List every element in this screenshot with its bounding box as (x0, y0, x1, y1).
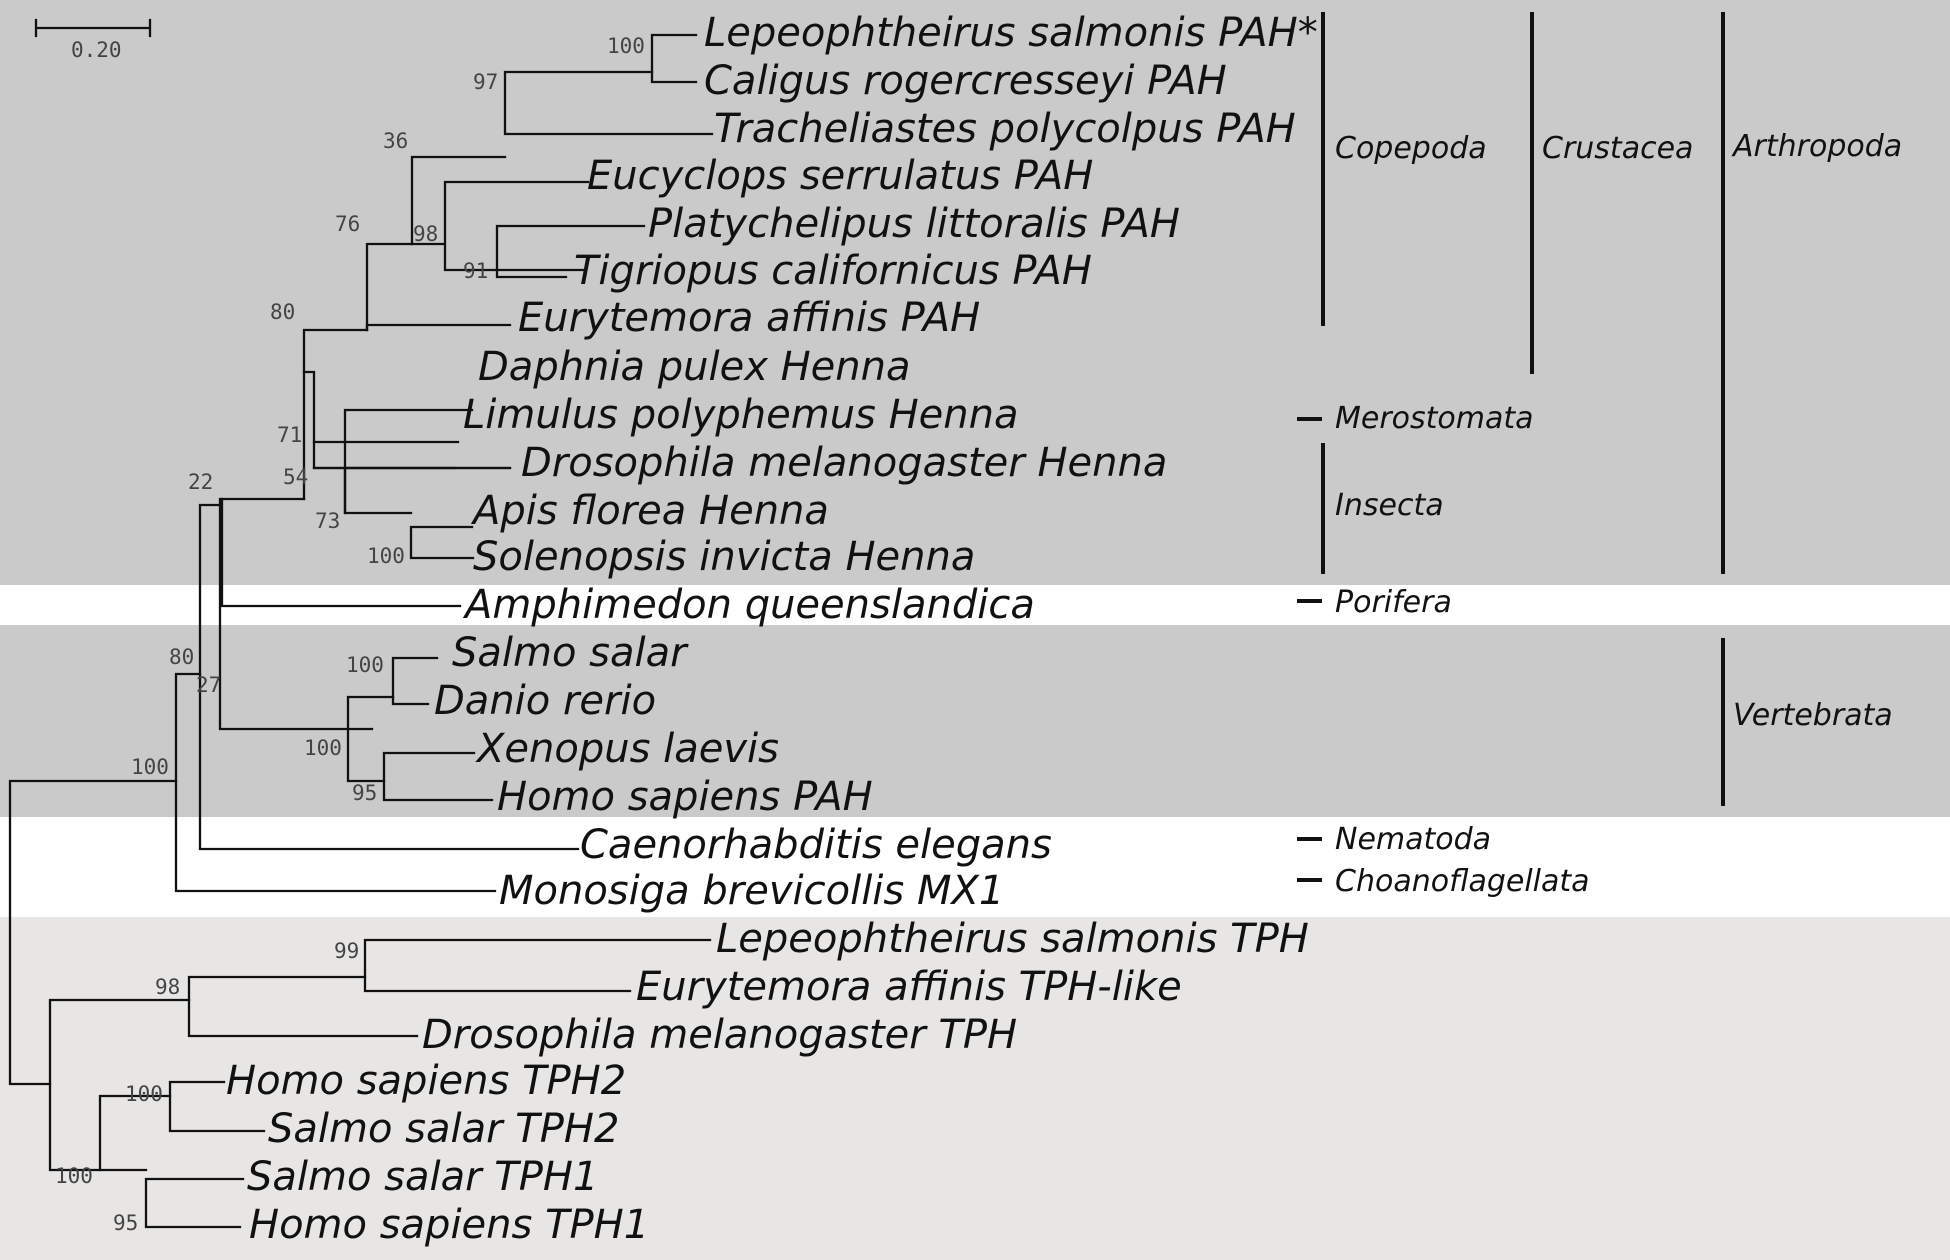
band-vertebrata (0, 625, 1950, 817)
group-label-crustacea: Crustacea (1542, 131, 1693, 166)
branch-node-100-copepod (495, 224, 646, 279)
support-value: 76 (335, 212, 360, 236)
taxon-labels: Lepeophtheirus salmonis PAH* Caligus rog… (226, 10, 1318, 1248)
clade-bars (1297, 12, 1725, 882)
taxon-label: Caenorhabditis elegans (580, 822, 1052, 868)
support-value: 100 (55, 1164, 93, 1188)
taxon-label: Tracheliastes polycolpus PAH (714, 106, 1296, 152)
taxon-label: Limulus polyphemus Henna (463, 392, 1019, 438)
support-value: 95 (352, 781, 377, 805)
taxon-label: Eurytemora affinis TPH-like (636, 964, 1182, 1010)
group-label-merostomata: Merostomata (1335, 401, 1534, 436)
band-arthropoda (0, 0, 1950, 585)
taxon-label: Danio rerio (434, 678, 656, 724)
branch-node-36b (410, 155, 507, 246)
support-values: 100 97 36 98 91 76 80 71 54 73 100 22 80… (55, 34, 645, 1235)
taxon-label: Drosophila melanogaster Henna (521, 440, 1167, 486)
support-value: 36 (383, 129, 408, 153)
taxon-label: Homo sapiens TPH1 (249, 1202, 649, 1248)
taxon-label: Platychelipus littoralis PAH (648, 201, 1180, 247)
support-value: 73 (315, 509, 340, 533)
branch-node-100-tph (98, 1094, 172, 1172)
scale-bar-label: 0.20 (71, 38, 122, 62)
taxon-label: Salmo salar TPH2 (268, 1106, 619, 1152)
support-value: 100 (125, 1082, 163, 1106)
support-value: 99 (334, 939, 359, 963)
taxon-label: Salmo salar (452, 630, 689, 676)
taxon-label: Monosiga brevicollis MX1 (499, 868, 1004, 914)
taxon-label: Lepeophtheirus salmonis PAH* (704, 10, 1318, 56)
support-value: 95 (113, 1211, 138, 1235)
branch-node-95-vert (382, 751, 494, 802)
branch-node-36 (365, 323, 512, 332)
support-value: 98 (155, 975, 180, 999)
support-value: 71 (277, 423, 302, 447)
branch-node-80-lower (198, 503, 580, 851)
group-labels: Copepoda Crustacea Arthropoda Merostomat… (1335, 129, 1902, 899)
support-value: 97 (473, 70, 498, 94)
group-label-porifera: Porifera (1335, 585, 1452, 620)
branch-node-98 (503, 70, 714, 136)
branch-node-54 (365, 242, 414, 332)
scale-bar: 0.20 (34, 18, 152, 62)
taxon-label: Caligus rogercresseyi PAH (704, 58, 1227, 104)
taxon-label: Apis florea Henna (470, 488, 829, 534)
support-value: 80 (270, 300, 295, 324)
group-label-insecta: Insecta (1335, 488, 1444, 523)
band-tph (0, 917, 1950, 1260)
branch-node-100-salmo-danio (391, 656, 439, 706)
branch-node-100-tph-root (48, 998, 191, 1172)
branch-node-95-tph1 (144, 1177, 245, 1229)
branch-root (8, 779, 178, 1086)
taxon-label: Amphimedon queenslandica (462, 582, 1035, 628)
support-value: 54 (283, 465, 308, 489)
taxon-label: Homo sapiens TPH2 (226, 1058, 626, 1104)
group-label-choanoflagellata: Choanoflagellata (1335, 864, 1590, 899)
branch-node-97 (410, 180, 590, 272)
taxon-label: Lepeophtheirus salmonis TPH (716, 916, 1309, 962)
taxon-label: Daphnia pulex Henna (478, 344, 911, 390)
branch-node-100-vert (346, 695, 395, 783)
branch-node-100-tph2 (168, 1080, 266, 1133)
taxon-label: Xenopus laevis (475, 726, 779, 772)
support-value: 27 (196, 673, 221, 697)
taxon-label: Eucyclops serrulatus PAH (587, 153, 1093, 199)
support-value: 100 (367, 544, 405, 568)
support-value: 100 (304, 736, 342, 760)
group-label-copepoda: Copepoda (1335, 131, 1487, 166)
branch-node-99-tph (363, 938, 712, 993)
group-label-nematoda: Nematoda (1335, 822, 1491, 857)
support-value: 98 (413, 222, 438, 246)
branch-node-100-root (174, 672, 497, 893)
taxon-label: Homo sapiens PAH (497, 774, 873, 820)
taxon-label: Drosophila melanogaster TPH (422, 1012, 1017, 1058)
support-value: 100 (607, 34, 645, 58)
branch-node-22 (220, 497, 462, 608)
taxon-label: Salmo salar TPH1 (247, 1154, 598, 1200)
taxon-label: Eurytemora affinis PAH (518, 295, 980, 341)
support-value: 22 (188, 470, 213, 494)
support-value: 80 (169, 645, 194, 669)
branch-node-98-tph (187, 975, 419, 1038)
group-label-arthropoda: Arthropoda (1731, 129, 1902, 164)
taxon-label: Tigriopus californicus PAH (574, 248, 1092, 294)
branch-node-27 (218, 497, 374, 731)
tree-branches (8, 33, 714, 1229)
branch-node-91 (650, 33, 698, 84)
taxon-label: Solenopsis invicta Henna (473, 534, 975, 580)
support-value: 100 (131, 755, 169, 779)
group-label-vertebrata: Vertebrata (1733, 698, 1893, 733)
support-value: 91 (463, 259, 488, 283)
support-value: 100 (346, 653, 384, 677)
branch-node-76 (302, 370, 460, 444)
branch-node-80-upper (302, 328, 369, 501)
